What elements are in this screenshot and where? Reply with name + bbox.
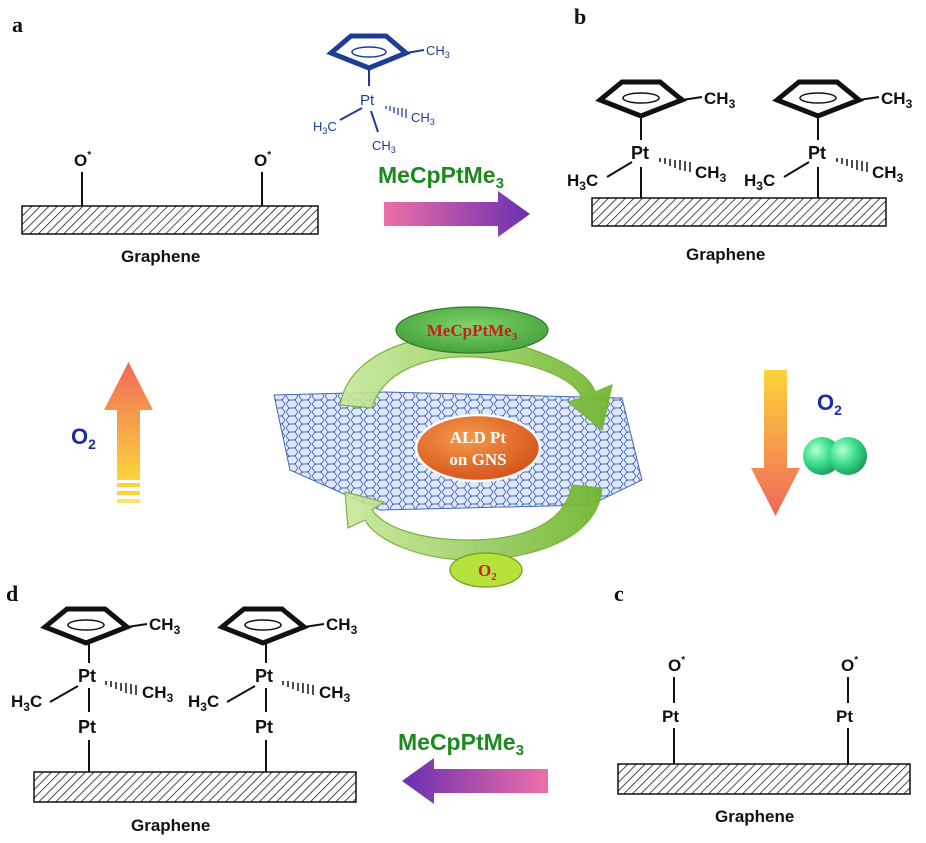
center-label-line1: ALD Pt: [450, 428, 507, 447]
svg-text:H3C: H3C: [744, 171, 775, 193]
arrow-left: [402, 758, 548, 804]
panel-d-letter: d: [6, 581, 18, 606]
panel-c: c Graphene O* Pt O* Pt: [614, 581, 911, 826]
graphene-substrate-a: [21, 205, 319, 235]
graphene-substrate-b: [591, 197, 887, 227]
arrow-down: [751, 370, 800, 516]
svg-text:CH3: CH3: [881, 89, 913, 111]
graphene-label-a: Graphene: [121, 247, 200, 266]
center-label-line2: on GNS: [449, 450, 506, 469]
svg-text:CH3: CH3: [872, 163, 904, 185]
svg-text:Pt: Pt: [662, 707, 679, 726]
oxygen-molecule-icon: [803, 437, 867, 475]
precursor-molecule: CH3 Pt H3C CH3 CH3: [313, 33, 450, 155]
svg-text:Pt: Pt: [78, 666, 96, 686]
svg-text:CH3: CH3: [149, 615, 181, 637]
svg-text:CH3: CH3: [319, 683, 351, 705]
svg-text:Pt: Pt: [631, 143, 649, 163]
svg-text:Pt: Pt: [360, 92, 375, 109]
graphene-label-b: Graphene: [686, 245, 765, 264]
precursor-ellipse: [395, 306, 549, 354]
panel-a: a O* O* Graphene: [12, 12, 319, 266]
svg-text:CH3: CH3: [426, 43, 450, 60]
svg-text:H3C: H3C: [313, 119, 337, 136]
panel-b-letter: b: [574, 4, 586, 29]
panel-d: d Graphene CH3 Pt H3C CH3 Pt: [6, 581, 358, 835]
center-ellipse: [414, 413, 542, 483]
svg-text:CH3: CH3: [372, 138, 396, 155]
oxygen-ellipse: [449, 552, 523, 588]
svg-text:O*: O*: [668, 655, 685, 675]
arrow-right: [384, 191, 530, 237]
pt-complex: CH3 Pt H3C CH3: [567, 79, 736, 198]
svg-text:H3C: H3C: [188, 692, 219, 714]
oxygen-step-left: O2: [71, 362, 153, 503]
svg-text:CH3: CH3: [142, 683, 174, 705]
svg-text:H3C: H3C: [567, 171, 598, 193]
pt-complex: CH3 Pt H3C CH3: [744, 79, 913, 198]
reagent-label-bottom: MeCpPtMe3: [398, 729, 524, 759]
ald-cycle: MeCpPtMe3 ALD Pt on GNS O2: [273, 306, 643, 588]
pt-complex: CH3 Pt H3C CH3 Pt: [188, 606, 358, 772]
pt-complex: CH3 Pt H3C CH3 Pt: [11, 606, 181, 772]
svg-text:CH3: CH3: [704, 89, 736, 111]
oxygen-radical-label: O*: [74, 150, 91, 170]
oxygen-step-right: O2: [751, 370, 867, 516]
svg-text:CH3: CH3: [326, 615, 358, 637]
svg-text:Pt: Pt: [255, 666, 273, 686]
oxygen-label-right: O2: [817, 390, 842, 418]
svg-text:O*: O*: [841, 655, 858, 675]
svg-text:Pt: Pt: [836, 707, 853, 726]
cycle-arrow-lower: [344, 484, 603, 561]
cycle-label-oxygen: O2: [478, 561, 497, 583]
svg-text:Pt: Pt: [78, 717, 96, 737]
oxygen-label-left: O2: [71, 424, 96, 452]
panel-b: b Graphene CH3 Pt H3C CH3: [567, 4, 913, 264]
svg-text:Pt: Pt: [808, 143, 826, 163]
graphene-substrate-d: [33, 771, 357, 803]
svg-text:CH3: CH3: [695, 163, 727, 185]
graphene-label-d: Graphene: [131, 816, 210, 835]
svg-text:CH3: CH3: [411, 110, 435, 127]
reagent-label-top: MeCpPtMe3: [378, 162, 504, 192]
panel-c-letter: c: [614, 581, 624, 606]
graphene-label-c: Graphene: [715, 807, 794, 826]
svg-text:Pt: Pt: [255, 717, 273, 737]
graphene-substrate-c: [617, 763, 911, 795]
svg-text:H3C: H3C: [11, 692, 42, 714]
panel-a-letter: a: [12, 12, 23, 37]
arrow-up: [104, 362, 153, 480]
cycle-label-precursor: MeCpPtMe3: [427, 321, 518, 343]
oxygen-radical-label: O*: [254, 150, 271, 170]
